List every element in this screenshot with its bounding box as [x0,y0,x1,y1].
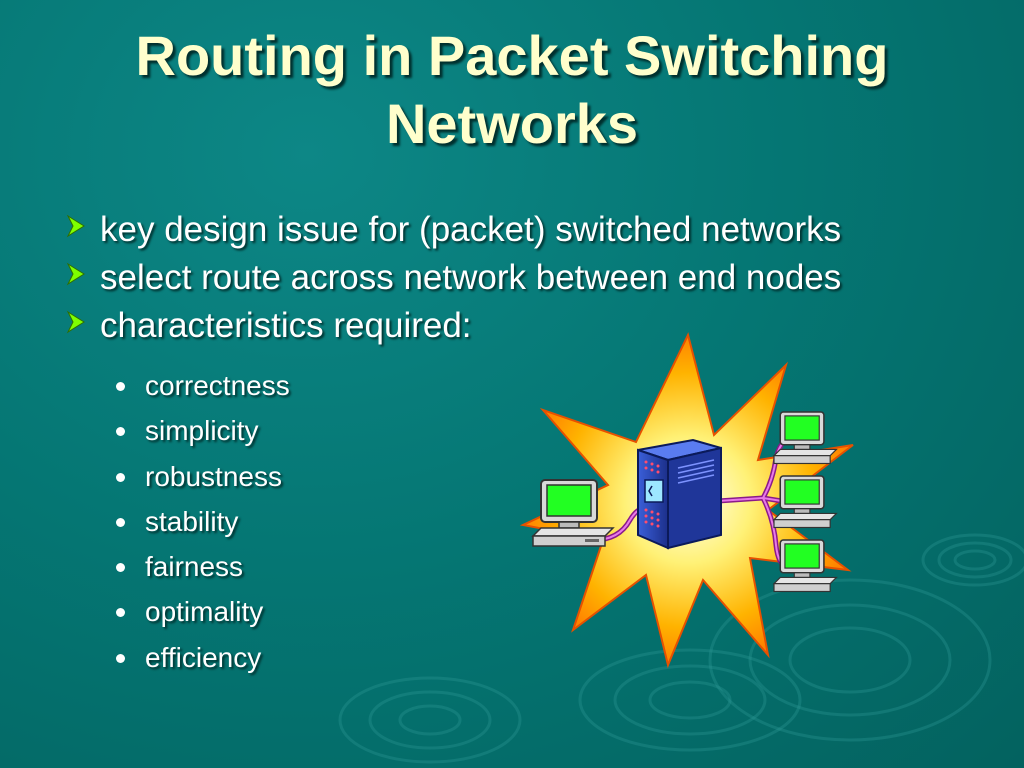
dot-bullet-icon [116,472,125,482]
dot-bullet-icon [116,653,125,663]
computer-icon-middle-right [772,475,838,529]
dot-bullet-icon [116,563,125,573]
computer-icon-left [531,479,615,547]
computer-icon-top-right [772,411,838,465]
dot-bullet-icon [116,608,125,618]
sub-bullet-item: efficiency [113,635,290,680]
sub-bullet-text: stability [145,505,239,537]
bullet-item: key design issue for (packet) switched n… [62,206,841,254]
sub-bullet-text: robustness [145,460,282,492]
arrow-bullet-icon [66,214,85,238]
sub-bullet-text: efficiency [145,641,262,673]
sub-bullet-item: robustness [113,454,290,499]
slide-title: Routing in Packet Switching Networks [135,24,889,155]
bullet-item: select route across network between end … [62,254,841,302]
sub-bullet-item: fairness [113,544,290,589]
sub-bullet-text: simplicity [145,415,259,447]
sub-bullet-text: optimality [145,596,264,628]
sub-bullet-item: simplicity [113,408,290,453]
bullet-list: key design issue for (packet) switched n… [62,206,841,350]
computer-icon-bottom-right [772,539,838,593]
bullet-text: characteristics required: [100,306,472,345]
sub-bullet-item: optimality [113,589,290,634]
arrow-bullet-icon [66,262,85,286]
dot-bullet-icon [116,517,125,527]
sub-bullet-text: fairness [145,551,244,583]
bullet-text: select route across network between end … [100,258,842,297]
server-tower-icon [637,438,722,550]
bullet-text: key design issue for (packet) switched n… [100,210,842,249]
dot-bullet-icon [116,382,125,391]
sub-bullet-item: correctness [113,363,290,408]
arrow-bullet-icon [66,310,85,334]
dot-bullet-icon [116,427,125,437]
bullet-item: characteristics required: [62,302,841,350]
sub-bullet-text: correctness [145,370,290,401]
sub-bullet-list: correctness simplicity robustness stabil… [113,363,290,680]
sub-bullet-item: stability [113,499,290,544]
network-server-clipart [519,332,854,669]
